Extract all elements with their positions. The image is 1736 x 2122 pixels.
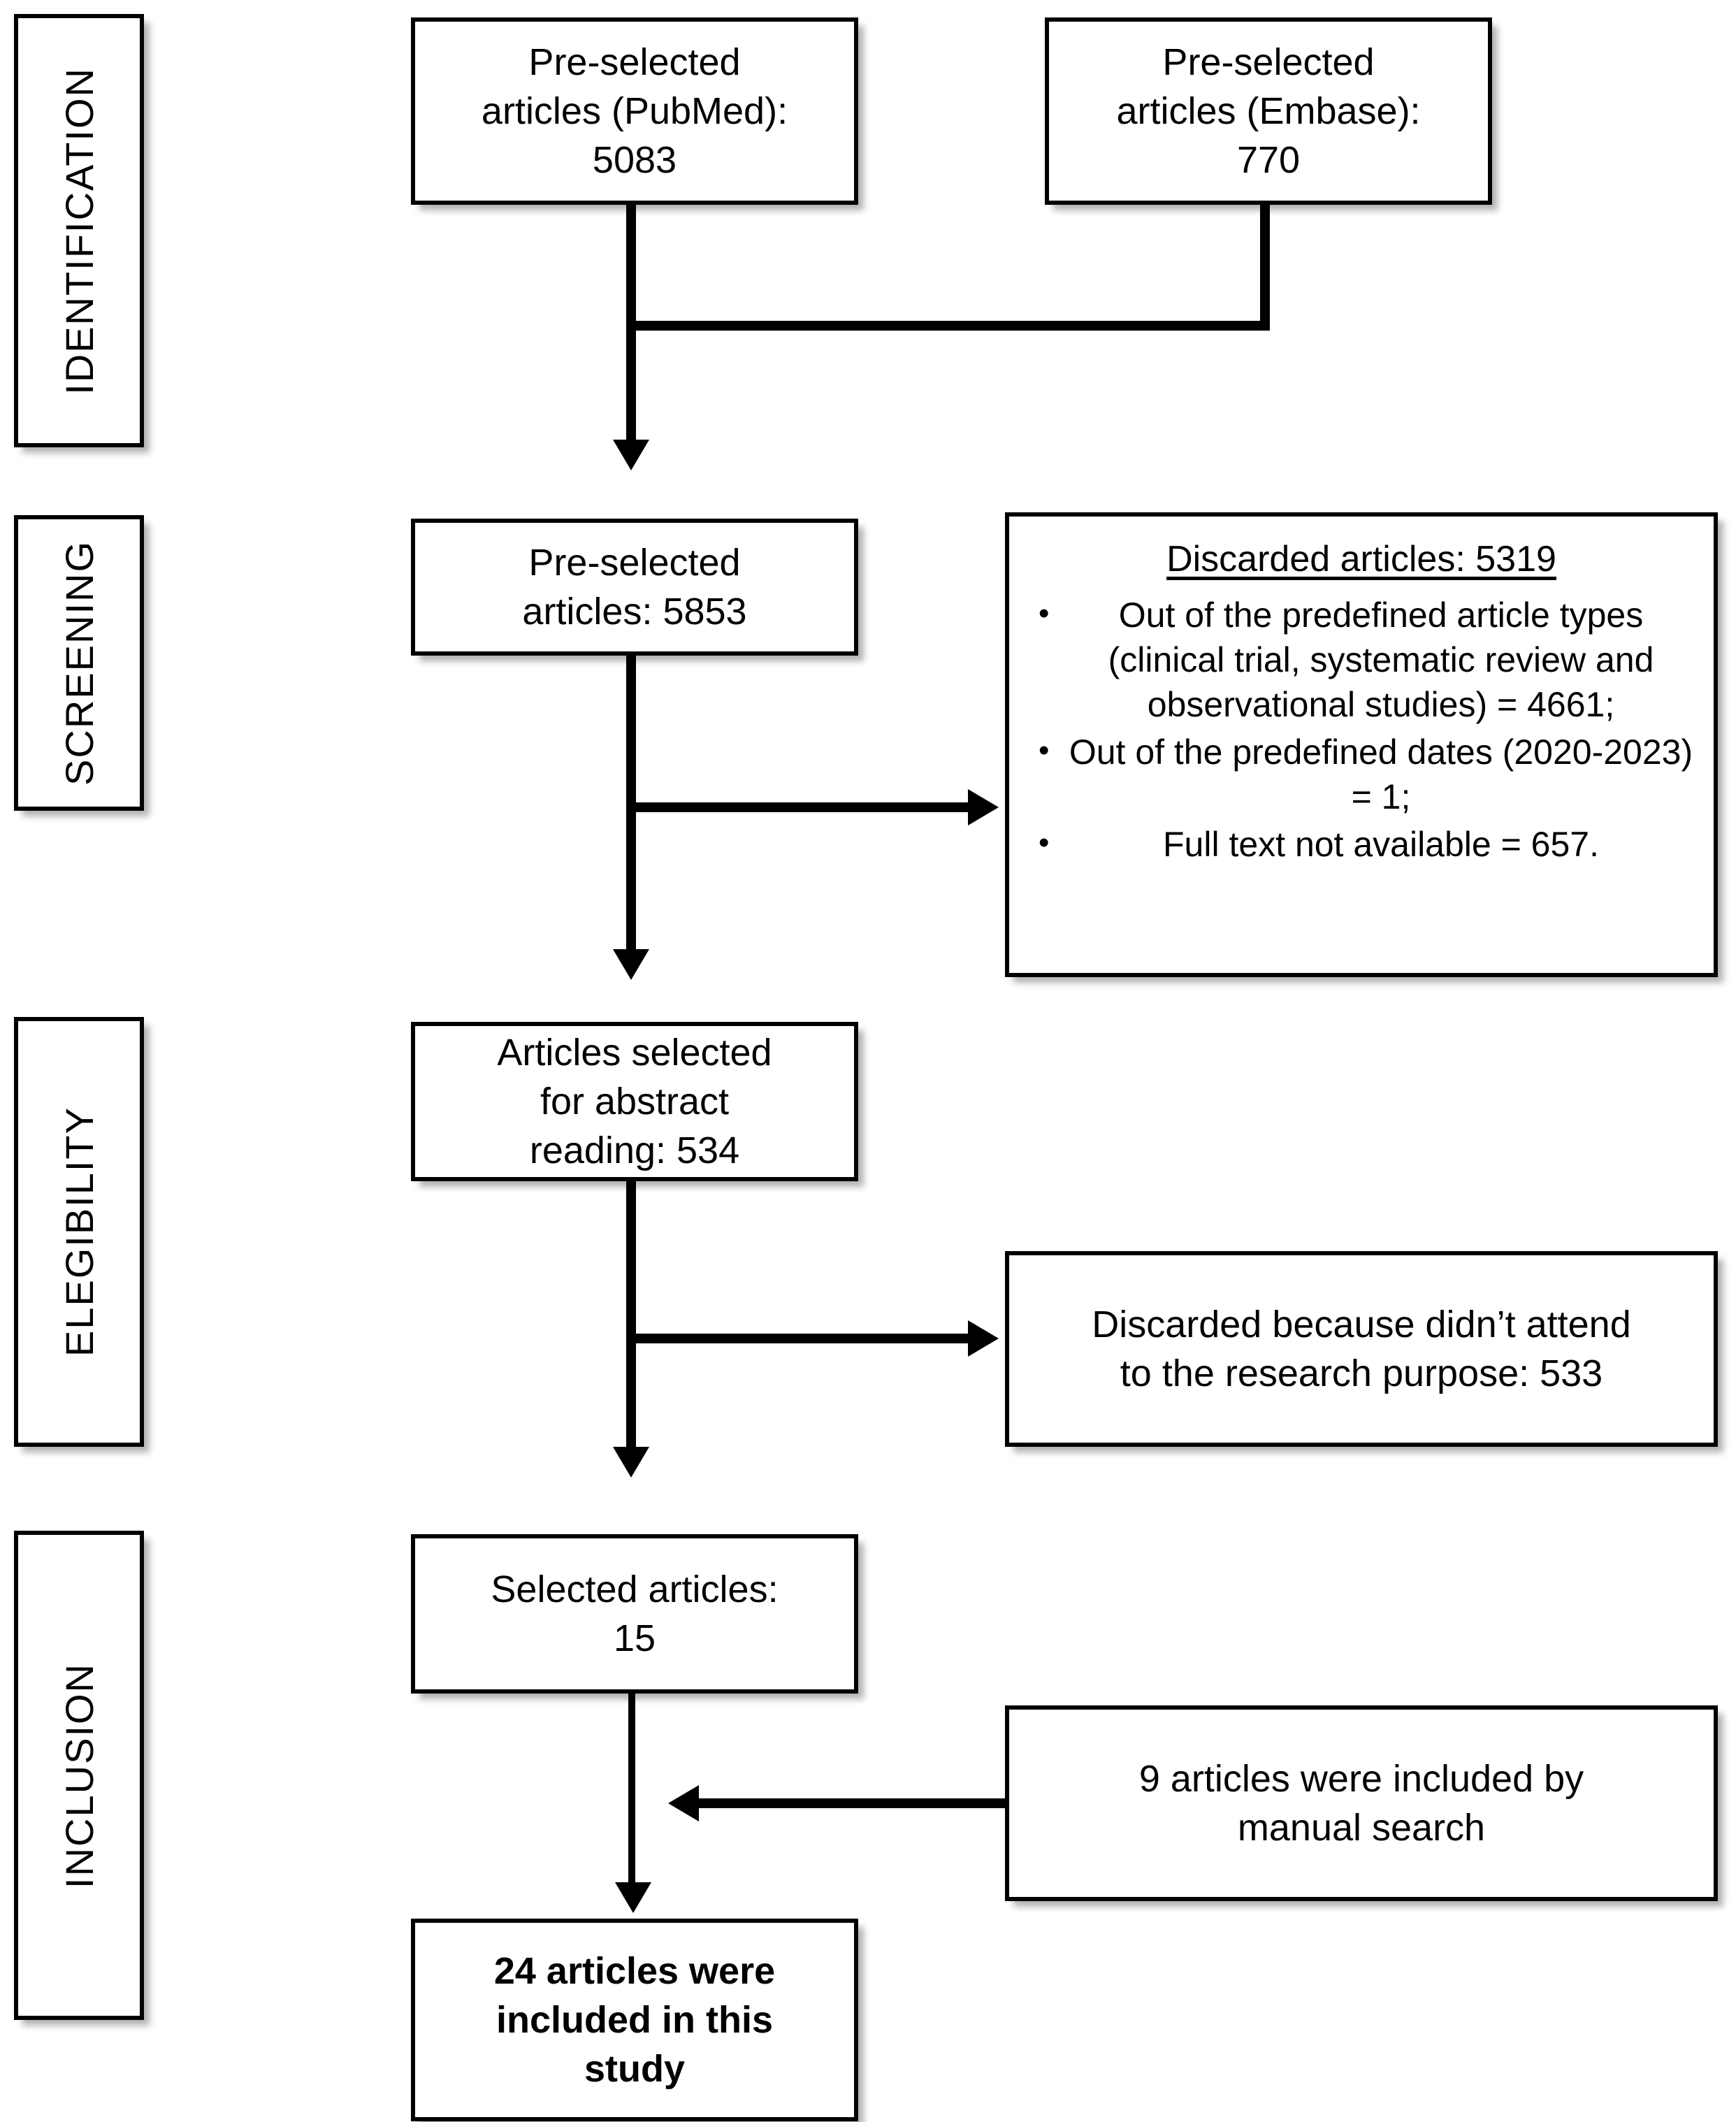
node-pubmed-text: Pre-selected articles (PubMed): 5083	[481, 41, 788, 182]
node-preselected-box: Pre-selected articles: 5853	[411, 519, 858, 656]
node-abstract-reading-text: Articles selected for abstract reading: …	[497, 1031, 772, 1172]
stage-label-inclusion: INCLUSION	[14, 1531, 144, 2020]
connector-merge-down	[626, 321, 636, 447]
arrowhead-to-discarded-eligibility	[968, 1320, 999, 1357]
node-pubmed-box: Pre-selected articles (PubMed): 5083	[411, 17, 858, 205]
arrowhead-to-preselected	[613, 440, 649, 470]
node-abstract-reading-box: Articles selected for abstract reading: …	[411, 1022, 858, 1181]
discard-reason-list: • Out of the predefined article types (c…	[1027, 593, 1695, 867]
discard-reason-text: Out of the predefined dates (2020-2023) …	[1069, 732, 1693, 816]
node-manual-search-text: 9 articles were included by manual searc…	[1138, 1757, 1584, 1849]
connector-abstract-down	[626, 1181, 636, 1454]
stage-label-identification: IDENTIFICATION	[14, 14, 144, 447]
node-final-included-box: 24 articles were included in this study	[411, 1919, 858, 2121]
connector-preselected-branch-right	[626, 802, 972, 812]
bullet-icon: •	[1039, 732, 1050, 767]
connector-manual-search-left	[699, 1798, 1005, 1808]
discard-reason-item: • Out of the predefined dates (2020-2023…	[1027, 730, 1695, 819]
discard-reason-text: Out of the predefined article types (cli…	[1108, 595, 1654, 724]
connector-selected-down	[628, 1694, 635, 1896]
arrowhead-to-selected	[613, 1447, 649, 1478]
node-preselected-text: Pre-selected articles: 5853	[522, 541, 747, 633]
node-discarded-eligibility-text: Discarded because didn’t attend to the r…	[1092, 1303, 1631, 1394]
arrowhead-to-final	[615, 1882, 651, 1913]
discard-reason-text: Full text not available = 657.	[1163, 824, 1599, 864]
node-selected-articles-text: Selected articles: 15	[491, 1568, 779, 1659]
discard-reason-item: • Full text not available = 657.	[1027, 822, 1695, 867]
stage-label-identification-text: IDENTIFICATION	[57, 66, 101, 395]
arrowhead-to-abstract	[613, 949, 649, 980]
node-final-included-text: 24 articles were included in this study	[493, 1949, 776, 2091]
stage-label-eligibility-text: ELEGIBILITY	[57, 1106, 101, 1357]
stage-label-screening-text: SCREENING	[57, 540, 101, 786]
stage-label-inclusion-text: INCLUSION	[57, 1662, 101, 1889]
discard-box-title: Discarded articles: 5319	[1166, 539, 1556, 579]
node-selected-articles-box: Selected articles: 15	[411, 1534, 858, 1694]
arrowhead-from-manual-search	[668, 1785, 699, 1821]
connector-pubmed-down	[626, 205, 636, 331]
connector-embase-down	[1260, 205, 1270, 331]
bullet-icon: •	[1039, 596, 1050, 630]
node-embase-text: Pre-selected articles (Embase): 770	[1116, 41, 1421, 182]
discard-reason-item: • Out of the predefined article types (c…	[1027, 593, 1695, 727]
stage-label-eligibility: ELEGIBILITY	[14, 1017, 144, 1447]
bullet-icon: •	[1039, 825, 1050, 860]
node-embase-box: Pre-selected articles (Embase): 770	[1045, 17, 1492, 205]
arrowhead-to-discarded-screening	[968, 789, 999, 825]
node-discarded-eligibility-box: Discarded because didn’t attend to the r…	[1005, 1251, 1718, 1447]
connector-abstract-branch-right	[626, 1334, 972, 1343]
node-manual-search-box: 9 articles were included by manual searc…	[1005, 1705, 1718, 1901]
node-discarded-screening-box: Discarded articles: 5319 • Out of the pr…	[1005, 512, 1718, 977]
connector-merge-horizontal	[626, 321, 1270, 331]
stage-label-screening: SCREENING	[14, 515, 144, 811]
